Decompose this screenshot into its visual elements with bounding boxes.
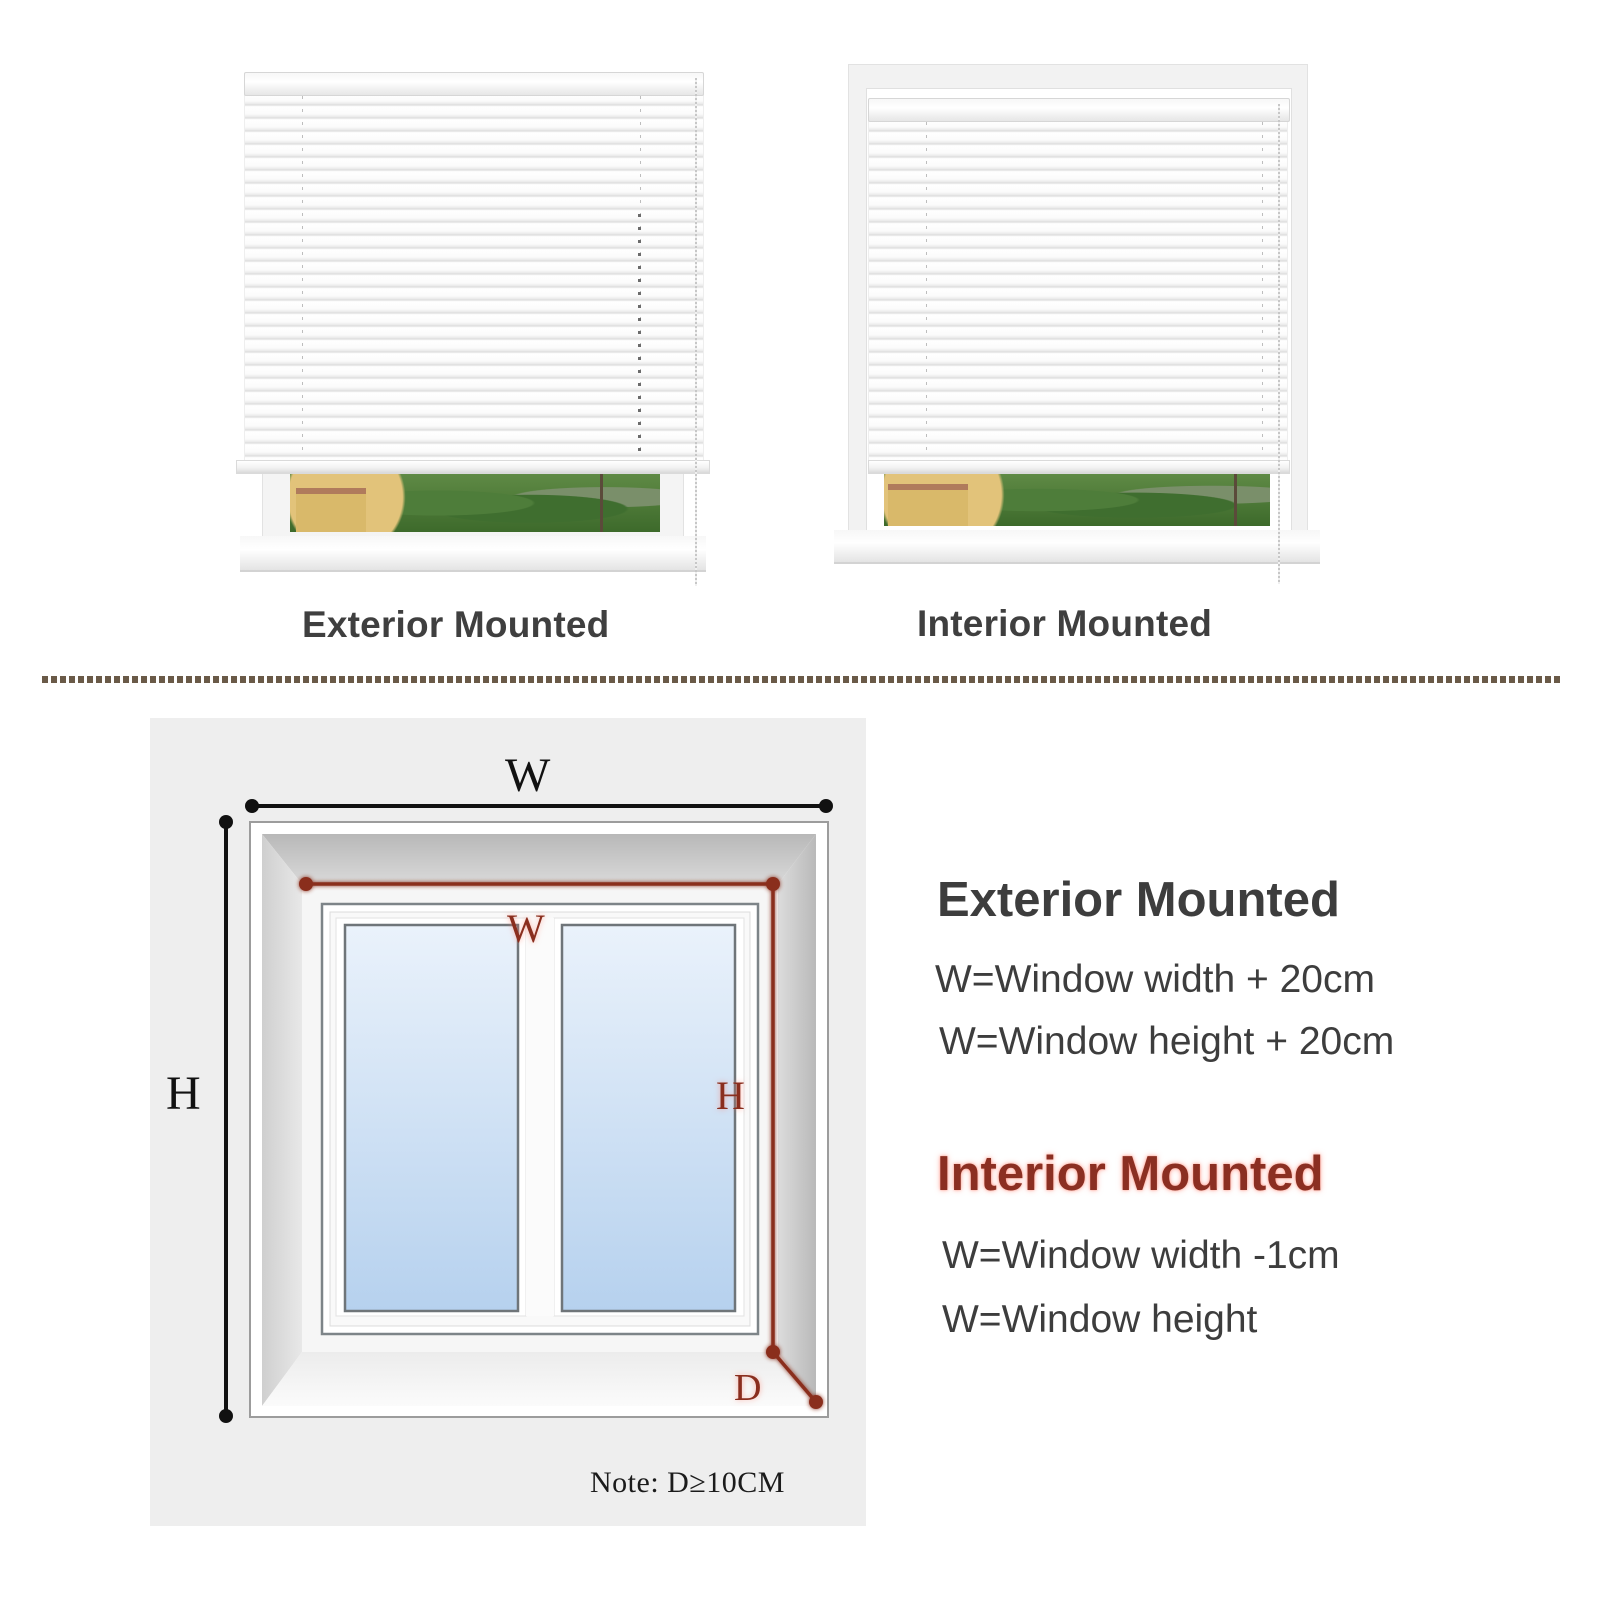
inner-height-label: H <box>716 1073 745 1118</box>
outer-width-endpoint <box>819 799 833 813</box>
sill-bevel <box>262 1352 816 1406</box>
exterior-width-formula: W=Window width + 20cm <box>935 958 1375 1001</box>
depth-note: Note: D≥10CM <box>590 1466 785 1499</box>
blind-slats <box>244 94 704 462</box>
exterior-mounted-heading: Exterior Mounted <box>937 873 1340 927</box>
blind-slats <box>868 120 1288 462</box>
tilt-wand <box>638 214 641 454</box>
inner-width-label: W <box>507 906 545 951</box>
bottom-rail <box>236 460 710 474</box>
measurement-diagram <box>219 799 833 1423</box>
outdoor-view <box>884 474 1270 526</box>
outer-height-label: H <box>166 1067 201 1120</box>
interior-mounted-illustration <box>834 64 1324 594</box>
right-glass-pane <box>560 923 737 1313</box>
interior-mounted-caption: Interior Mounted <box>917 603 1213 644</box>
headrail <box>244 72 704 96</box>
outer-height-endpoint <box>219 1409 233 1423</box>
depth-line <box>771 1350 818 1404</box>
house-illustration <box>296 488 366 532</box>
outer-width-label: W <box>505 749 551 802</box>
interior-height-formula: W=Window height <box>942 1298 1258 1341</box>
tree-trunk <box>600 474 603 532</box>
exterior-mounted-illustration <box>232 64 722 594</box>
left-bevel <box>262 834 302 1406</box>
window-sill <box>240 536 706 572</box>
depth-endpoint <box>809 1395 823 1409</box>
left-glass-pane <box>343 923 520 1313</box>
exterior-mounted-caption: Exterior Mounted <box>302 604 610 645</box>
depth-endpoint <box>766 1345 780 1359</box>
top-bevel <box>262 834 816 884</box>
headrail <box>868 98 1290 122</box>
outdoor-view <box>290 474 660 532</box>
pull-cord[interactable] <box>695 78 697 586</box>
right-bevel <box>778 834 816 1406</box>
outer-width-endpoint <box>245 799 259 813</box>
house-illustration <box>888 484 968 526</box>
tree-trunk <box>1234 474 1237 526</box>
inner-width-endpoint <box>299 877 313 891</box>
bottom-rail <box>868 460 1290 474</box>
exterior-height-formula: W=Window height + 20cm <box>939 1020 1395 1063</box>
ladder-string-left <box>302 96 303 462</box>
inner-corner-point <box>766 877 780 891</box>
center-mullion <box>526 918 554 1316</box>
pull-cord[interactable] <box>1278 104 1280 584</box>
ladder-string-right <box>1262 122 1263 462</box>
depth-label: D <box>734 1367 762 1409</box>
dotted-divider <box>42 676 1562 683</box>
interior-mounted-heading: Interior Mounted <box>937 1147 1324 1201</box>
interior-width-formula: W=Window width -1cm <box>942 1234 1340 1277</box>
outer-height-endpoint <box>219 815 233 829</box>
ladder-string-left <box>926 122 927 462</box>
window-sill <box>834 530 1320 564</box>
